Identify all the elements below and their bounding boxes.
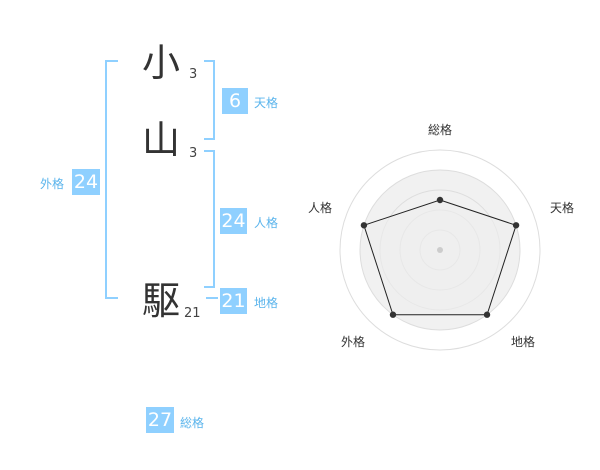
chikaku-value: 21 (220, 288, 247, 314)
name-char-2: 山 (142, 118, 181, 162)
gaikaku-label: 外格 (40, 177, 65, 191)
radar-axis-label-tenkaku: 天格 (550, 201, 575, 215)
gaikaku-value: 24 (72, 169, 100, 195)
jinkaku-value: 24 (220, 208, 247, 234)
radar-ring (339, 149, 541, 351)
name-char-2-strokes: 3 (189, 146, 198, 161)
chikaku-label: 地格 (254, 296, 279, 310)
radar-polygon (363, 199, 517, 316)
radar-point-2 (512, 222, 520, 229)
name-char-3-strokes: 21 (184, 306, 201, 321)
soukaku-label: 総格 (180, 416, 205, 430)
radar-point-4 (389, 311, 397, 318)
radar-axis-label-chikaku: 地格 (511, 335, 536, 349)
soukaku-value: 27 (146, 407, 174, 433)
radar-point-5 (360, 222, 368, 229)
radar-center-dot (437, 247, 443, 253)
radar-axis-label-soukaku: 総格 (428, 123, 453, 137)
name-char-1: 小 (142, 41, 181, 85)
radar-axis-label-gaikaku: 外格 (341, 335, 366, 349)
radar-point-1 (436, 196, 444, 204)
name-char-1-strokes: 3 (189, 67, 198, 82)
tenkaku-label: 天格 (254, 96, 279, 110)
tenkaku-value: 6 (222, 88, 248, 114)
jinkaku-label: 人格 (254, 216, 279, 230)
radar-axis-label-jinkaku: 人格 (308, 201, 333, 215)
radar-point-3 (483, 311, 491, 318)
name-char-3: 駆 (142, 279, 181, 323)
